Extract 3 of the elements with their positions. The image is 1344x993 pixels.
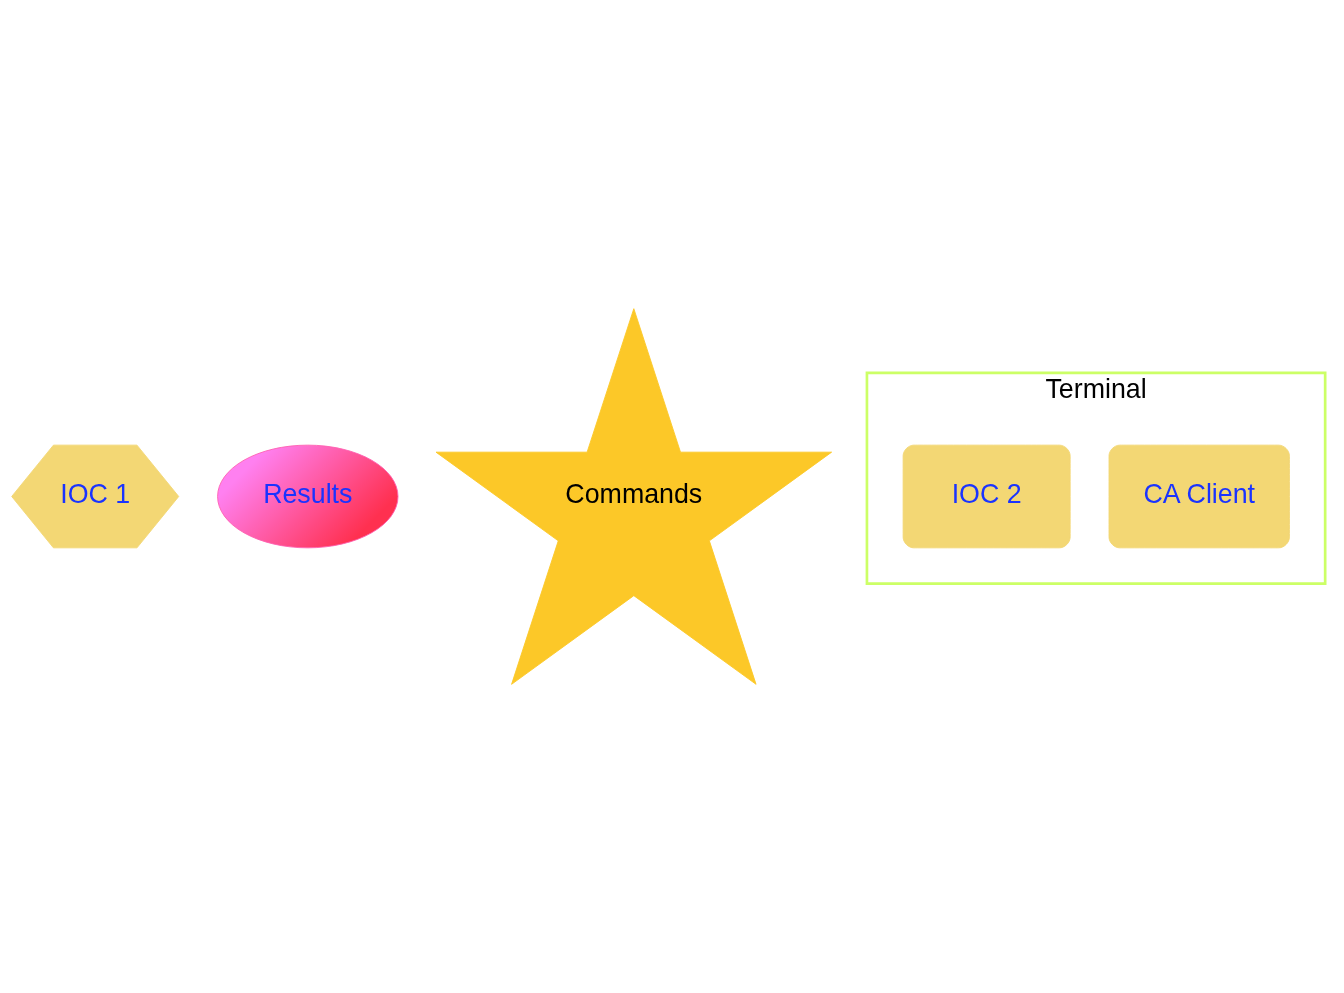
node-box: CA Client bbox=[1108, 444, 1290, 549]
node-ellipse: Results bbox=[217, 444, 399, 549]
node-box: IOC 2 bbox=[902, 444, 1071, 549]
